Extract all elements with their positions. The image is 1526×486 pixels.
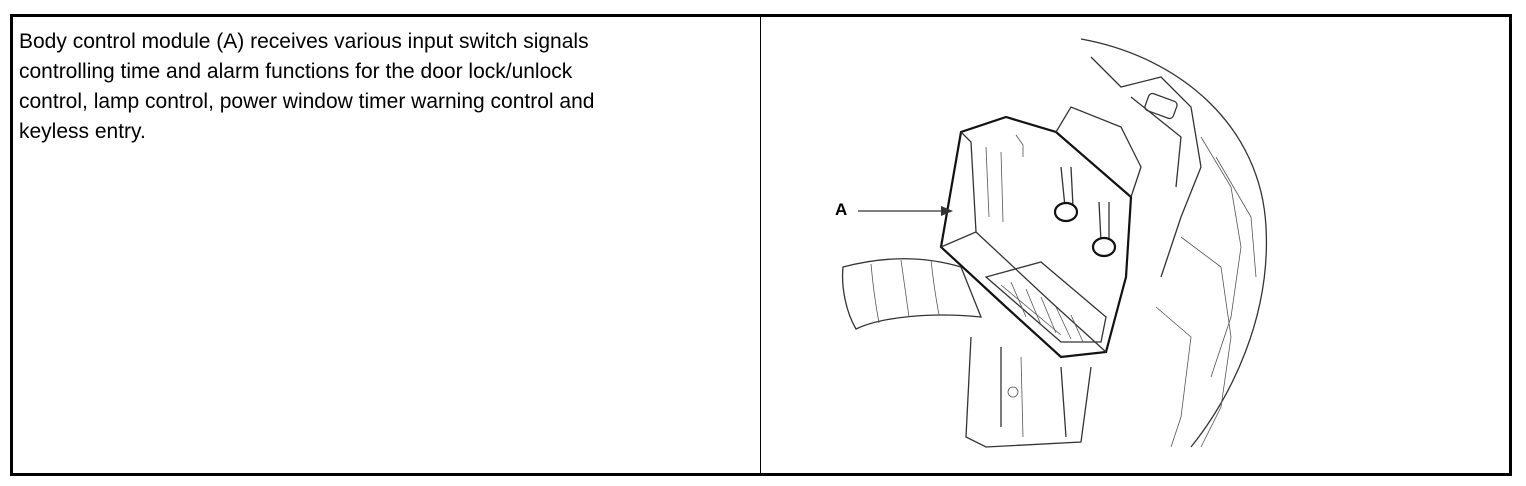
body-control-module — [939, 106, 1142, 359]
vehicle-bracket — [1090, 56, 1257, 448]
illustration-cell: A — [761, 17, 1509, 473]
mounting-bolts — [1053, 166, 1117, 258]
mounting-column — [965, 336, 1092, 448]
description-cell: Body control module (A) receives various… — [13, 17, 761, 473]
document-table: Body control module (A) receives various… — [10, 14, 1512, 476]
detail-view-outline — [1080, 38, 1268, 448]
air-duct — [841, 258, 983, 330]
description-text: Body control module (A) receives various… — [19, 30, 595, 143]
callout-arrowhead — [941, 206, 953, 216]
body-control-module-illustration — [841, 38, 1268, 448]
callout-label-a: A — [835, 200, 848, 219]
